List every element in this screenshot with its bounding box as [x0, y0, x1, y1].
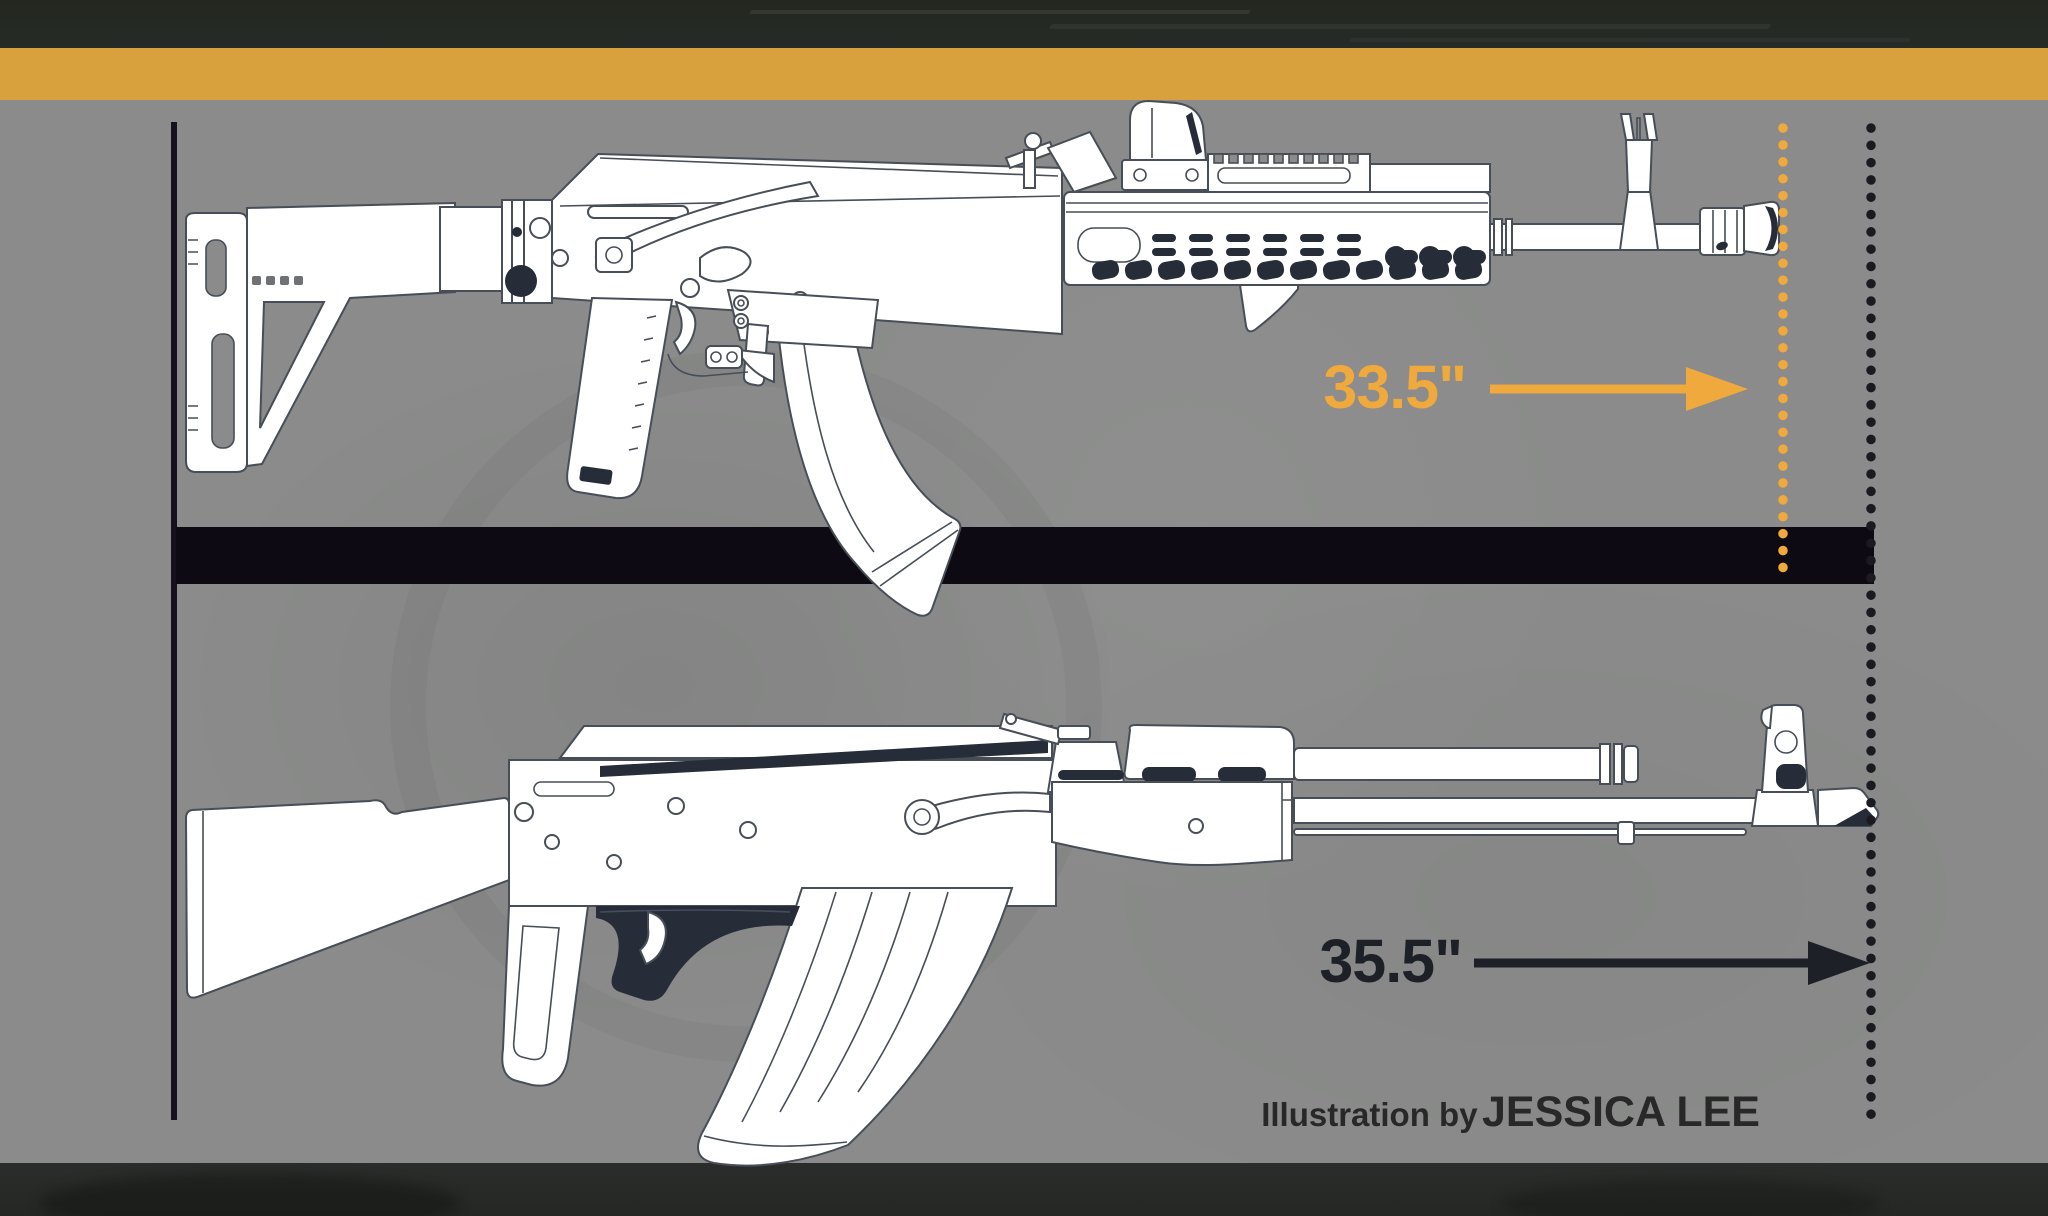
- divider-bar: [176, 527, 1874, 584]
- credit-prefix: Illustration by: [1261, 1096, 1478, 1133]
- top-rifle-illustration: [185, 99, 1780, 617]
- bottom-rifle-illustration: [184, 704, 1880, 1167]
- credit-name: JESSICA LEE: [1482, 1088, 1760, 1136]
- bottom-measurement-arrow: [1474, 941, 1870, 985]
- top-length-label: 33.5": [1323, 353, 1467, 421]
- bottom-length-label: 35.5": [1319, 927, 1463, 995]
- top-measurement-arrow: [1490, 367, 1748, 411]
- left-reference-rule: [171, 122, 177, 1120]
- illustration-credit: Illustration by JESSICA LEE: [1000, 1088, 1760, 1137]
- gold-header-bar: [0, 48, 2048, 100]
